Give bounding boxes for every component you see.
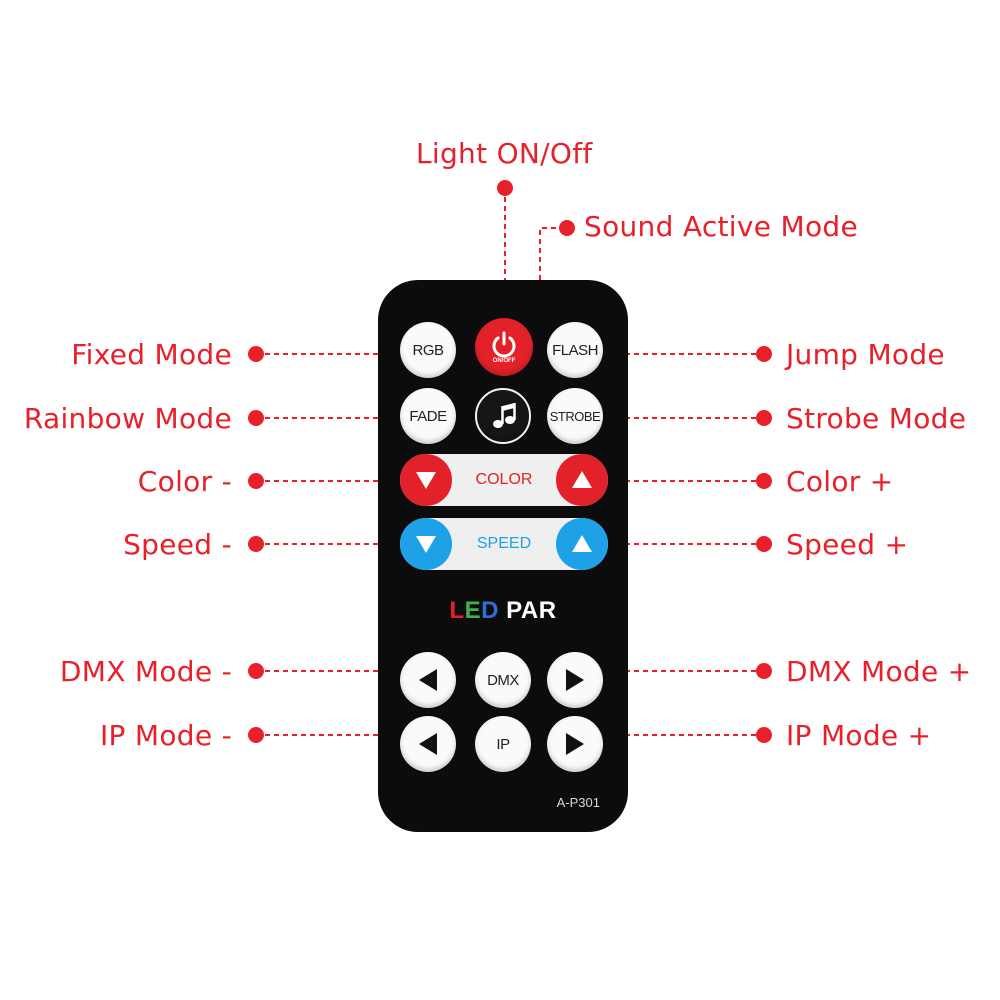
callout-fixed-mode: Fixed Mode <box>71 338 232 371</box>
sound-active-button[interactable] <box>475 388 531 444</box>
ip-plus-button[interactable] <box>547 716 603 772</box>
callout-color-plus: Color + <box>786 465 894 498</box>
power-button[interactable]: ON/OFF <box>475 318 533 376</box>
dot-rainbow <box>248 410 264 426</box>
callout-jump-mode: Jump Mode <box>786 338 945 371</box>
speed-minus-button[interactable] <box>400 518 452 570</box>
speed-bar: SPEED <box>400 518 608 570</box>
dot-jump <box>756 346 772 362</box>
fade-label: FADE <box>409 407 447 425</box>
brand-letter-d: D <box>481 597 499 624</box>
callout-dmx-mode-plus: DMX Mode + <box>786 655 972 688</box>
triangle-right-icon <box>566 669 584 691</box>
dot-light-on-off <box>497 180 513 196</box>
dot-ip-plus <box>756 727 772 743</box>
ip-button[interactable]: IP <box>475 716 531 772</box>
ip-label: IP <box>496 735 510 753</box>
dmx-label: DMX <box>487 671 519 689</box>
callout-sound-active-mode: Sound Active Mode <box>584 210 858 243</box>
flash-button[interactable]: FLASH <box>547 322 603 378</box>
callout-light-on-off: Light ON/Off <box>416 137 593 170</box>
fade-button[interactable]: FADE <box>400 388 456 444</box>
model-number: A-P301 <box>556 795 600 810</box>
triangle-up-icon <box>572 535 592 552</box>
dot-speed-plus <box>756 536 772 552</box>
callout-strobe-mode: Strobe Mode <box>786 402 967 435</box>
brand-letter-l: L <box>449 597 465 624</box>
brand-logo: LED PAR <box>378 597 628 625</box>
dot-speed-minus <box>248 536 264 552</box>
ip-minus-button[interactable] <box>400 716 456 772</box>
triangle-down-icon <box>416 472 436 489</box>
color-minus-button[interactable] <box>400 454 452 506</box>
callout-color-minus: Color - <box>137 465 232 498</box>
triangle-left-icon <box>419 669 437 691</box>
callout-speed-plus: Speed + <box>786 528 909 561</box>
power-sub-label: ON/OFF <box>492 358 516 364</box>
dot-color-plus <box>756 473 772 489</box>
callout-ip-mode-minus: IP Mode - <box>99 719 232 752</box>
callout-rainbow-mode: Rainbow Mode <box>23 402 232 435</box>
dmx-plus-button[interactable] <box>547 652 603 708</box>
callout-ip-mode-plus: IP Mode + <box>786 719 932 752</box>
power-icon <box>492 331 516 358</box>
rgb-button[interactable]: RGB <box>400 322 456 378</box>
dot-color-minus <box>248 473 264 489</box>
rgb-label: RGB <box>412 341 444 359</box>
color-label: COLOR <box>475 471 533 488</box>
dot-strobe <box>756 410 772 426</box>
callout-dmx-mode-minus: DMX Mode - <box>59 655 232 688</box>
strobe-label: STROBE <box>549 408 601 424</box>
dot-dmx-plus <box>756 663 772 679</box>
triangle-down-icon <box>416 536 436 553</box>
music-note-icon <box>493 403 516 428</box>
dot-dmx-minus <box>248 663 264 679</box>
speed-plus-button[interactable] <box>556 518 608 570</box>
color-plus-button[interactable] <box>556 454 608 506</box>
dmx-minus-button[interactable] <box>400 652 456 708</box>
brand-par: PAR <box>498 597 557 624</box>
callout-speed-minus: Speed - <box>123 528 232 561</box>
remote-control: RGB ON/OFF FLASH FADE STROBE COLOR <box>378 280 628 832</box>
dot-ip-minus <box>248 727 264 743</box>
triangle-up-icon <box>572 471 592 488</box>
strobe-button[interactable]: STROBE <box>547 388 603 444</box>
dot-sound-active <box>559 220 575 236</box>
triangle-left-icon <box>419 733 437 755</box>
dot-fixed <box>248 346 264 362</box>
speed-label: SPEED <box>476 535 532 552</box>
color-bar: COLOR <box>400 454 608 506</box>
flash-label: FLASH <box>552 341 598 359</box>
brand-letter-e: E <box>464 597 482 624</box>
triangle-right-icon <box>566 733 584 755</box>
dmx-button[interactable]: DMX <box>475 652 531 708</box>
